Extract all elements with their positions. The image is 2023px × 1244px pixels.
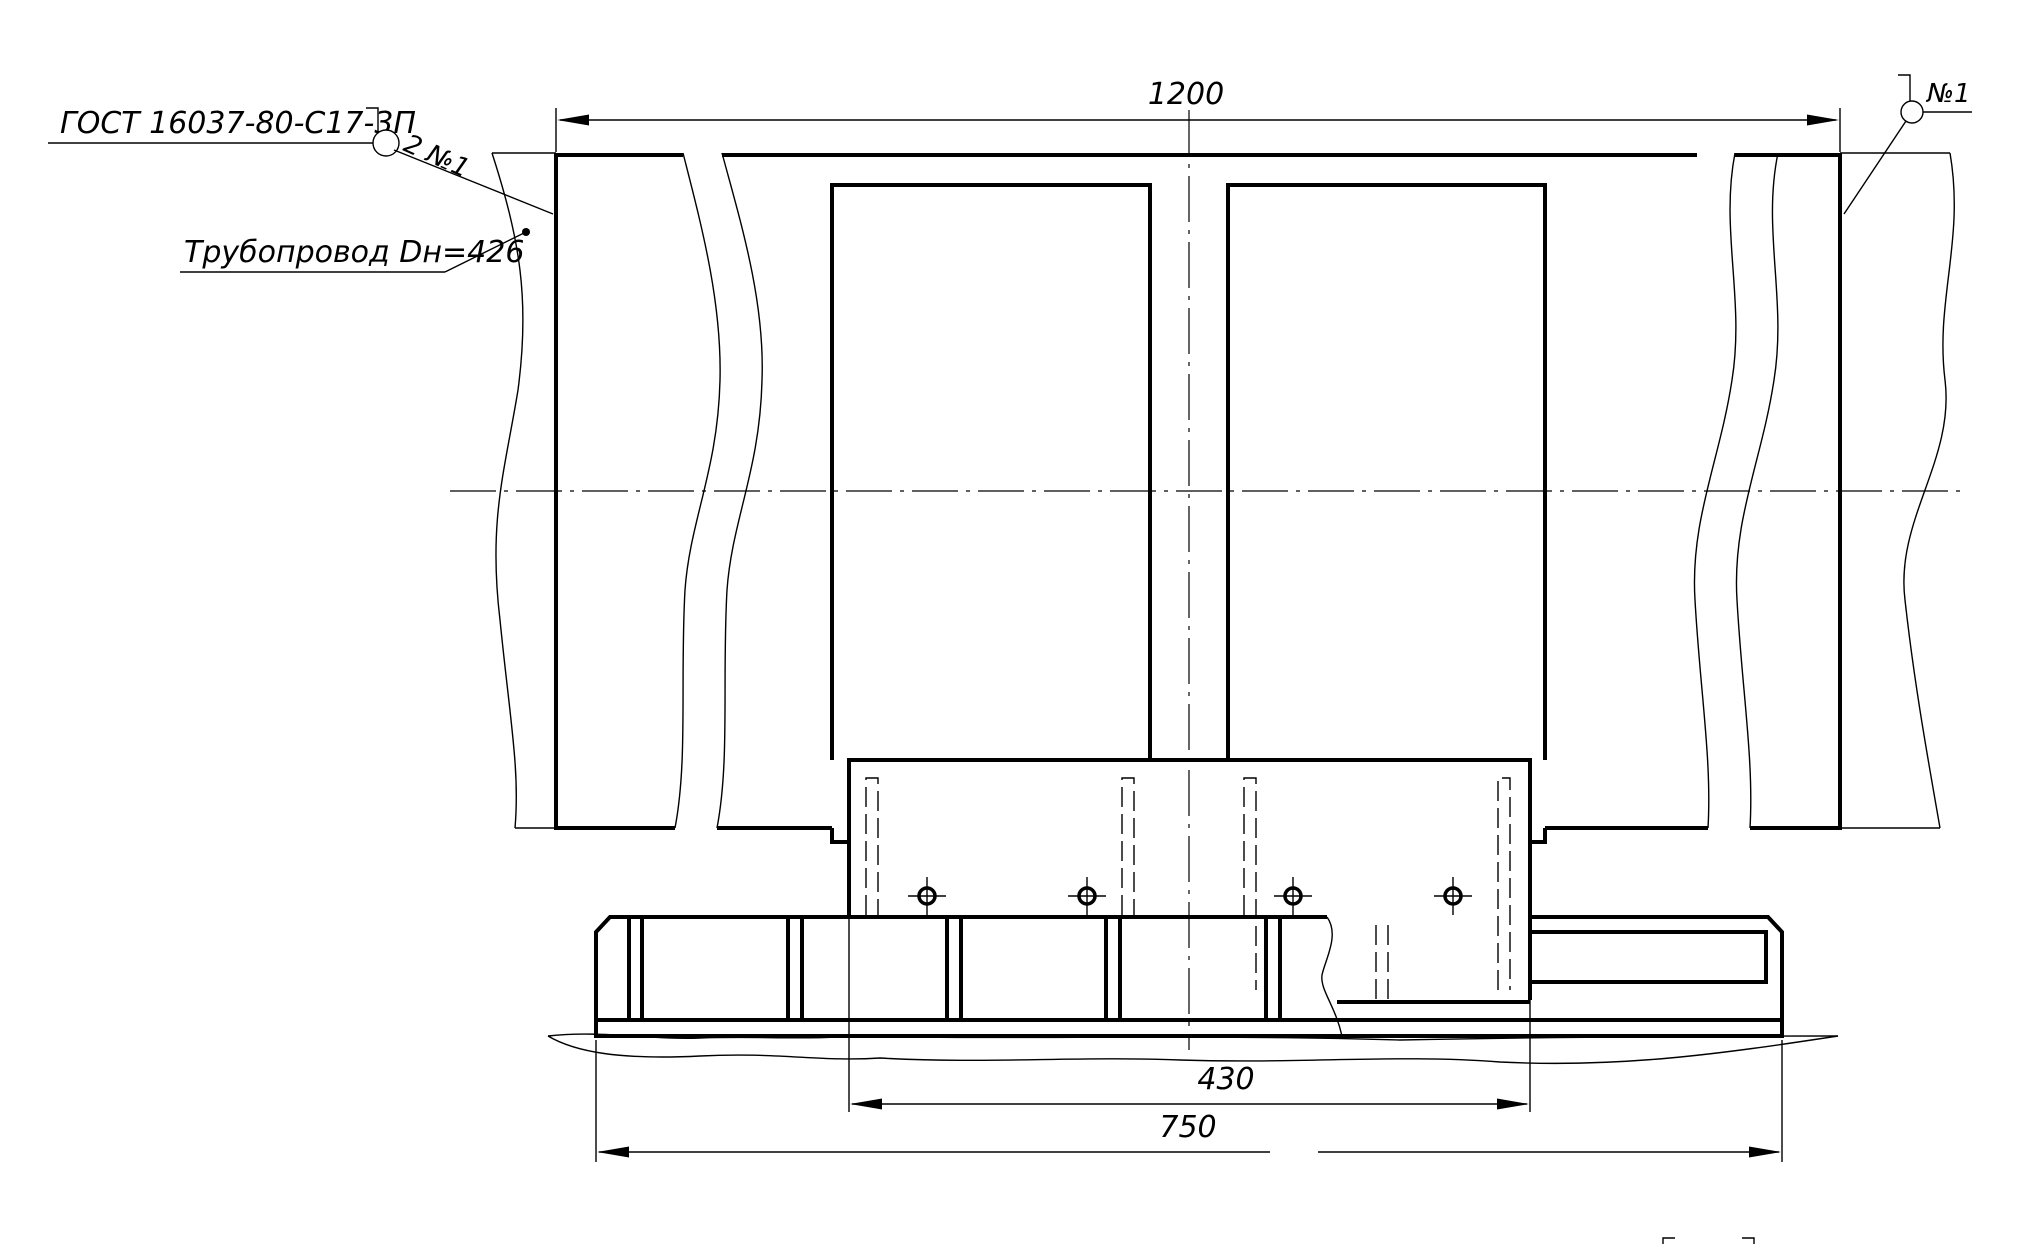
bolt-hole-2 [1068, 877, 1106, 915]
pipeline-leader-line [444, 231, 527, 273]
hidden-rib-4 [1497, 777, 1511, 990]
weld-callout-left: ГОСТ 16037-80-С17-3П 2 №1 [48, 106, 554, 215]
base-rib-4 [1104, 917, 1122, 1020]
break-line-left-inner-1 [674, 152, 721, 829]
pipeline-callout: Трубопровод Dн=426 [180, 228, 530, 273]
weld-number-label-right: №1 [1925, 79, 1971, 109]
hidden-rib-1 [865, 777, 879, 915]
corner-mark-right [1742, 1237, 1755, 1244]
dimension-overall-length: 1200 [555, 77, 1841, 152]
pipeline-leader-dot [522, 228, 530, 236]
arrow-430-right [1497, 1098, 1529, 1110]
clamp-plates [830, 183, 1547, 844]
weld-leader-right [1843, 120, 1907, 215]
bolt-hole-3 [1274, 877, 1312, 915]
weld-all-around-symbol-right [1900, 100, 1924, 124]
hidden-rib-5 [1375, 925, 1389, 1000]
corner-mark-left [1662, 1237, 1675, 1244]
base-top-edge-right [1530, 915, 1784, 1036]
dimension-label-750: 750 [1159, 1110, 1216, 1145]
weld-all-around-symbol-left [372, 129, 400, 157]
hidden-rib-3 [1243, 777, 1257, 990]
frame-corner-mark [1662, 1237, 1755, 1244]
break-line-right-inner-2 [1735, 152, 1779, 829]
pipe-break-lines [491, 152, 1955, 829]
clamp-plate-left-foot [830, 828, 849, 844]
arrow-430-left [850, 1098, 882, 1110]
dimension-label-1200: 1200 [1148, 77, 1224, 112]
arrow-750-left [597, 1146, 629, 1158]
dimension-support-width: 430 [848, 842, 1531, 1112]
bolt-hole-4 [1434, 877, 1472, 915]
bolt-hole-1 [908, 877, 946, 915]
base-rib-2 [786, 917, 804, 1020]
break-line-right-outer [1903, 152, 1955, 829]
base-section-break [1321, 916, 1343, 1037]
arrow-1200-right [1807, 114, 1839, 126]
clamp-plate-left [830, 183, 1152, 760]
gost-tail-mark [366, 107, 379, 143]
gost-reference-label: ГОСТ 16037-80-С17-3П [60, 106, 416, 141]
pipe-body [554, 153, 1842, 830]
clamp-plate-right [1226, 183, 1547, 760]
clamp-plate-right-foot [1530, 828, 1547, 844]
ground-line-bottom [547, 1035, 1839, 1065]
base-side-slot [1530, 930, 1768, 984]
ground-line-top [547, 1033, 1839, 1041]
bolt-holes [908, 877, 1472, 915]
weld-count-label-left: 2 №1 [399, 129, 474, 184]
arrow-750-right [1749, 1146, 1781, 1158]
center-lines [450, 110, 1962, 1050]
pipeline-label: Трубопровод Dн=426 [184, 235, 524, 270]
base-rib-3 [945, 917, 963, 1020]
dimension-base-width: 750 [595, 1040, 1783, 1162]
break-line-left-outer [491, 152, 524, 829]
base-rib-5 [1264, 917, 1282, 1020]
arrow-1200-left [557, 114, 589, 126]
weld-leader-left [393, 149, 554, 215]
dimension-label-430: 430 [1197, 1062, 1254, 1097]
base-rib-1 [627, 917, 644, 1020]
break-line-left-inner-2 [716, 152, 763, 829]
weld-tail-mark-right [1898, 74, 1911, 112]
base-top-edge-left [594, 915, 1327, 1036]
weld-callout-right: №1 [1843, 74, 1972, 215]
hidden-rib-2 [1121, 777, 1135, 915]
break-line-right-inner-1 [1693, 152, 1737, 829]
base-frame [547, 915, 1839, 1065]
